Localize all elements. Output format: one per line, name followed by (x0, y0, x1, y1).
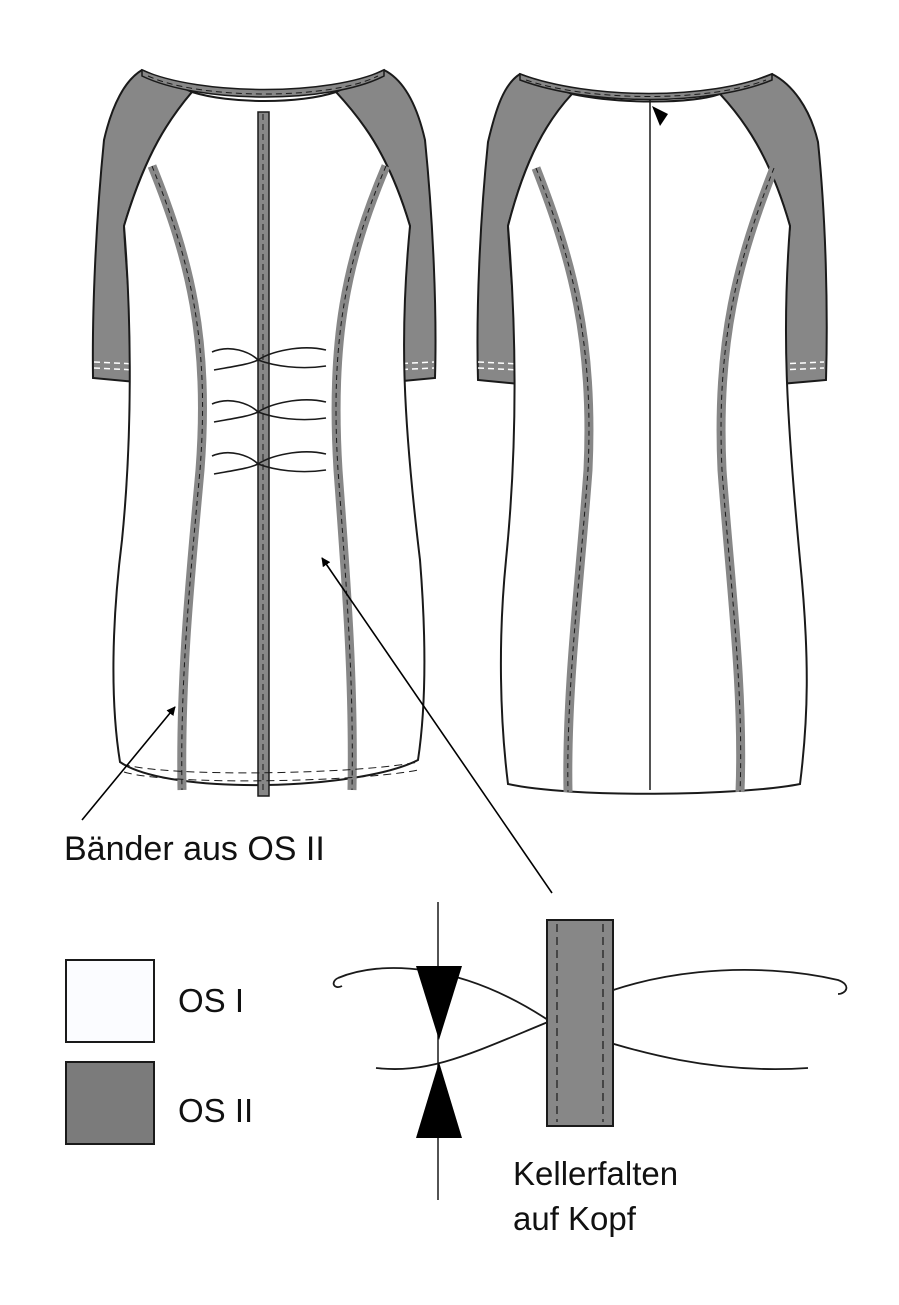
detail-tie-upper (337, 967, 848, 1022)
detail-arrow-down (416, 966, 462, 1040)
kellerfalten-arrow (321, 557, 553, 894)
dress-back-view (91, 68, 437, 797)
right-princess-band-outline (335, 165, 387, 791)
dress-front-view (476, 72, 828, 795)
right-sleeve-hem-2 (779, 361, 825, 371)
legend-label-os1: OS I (178, 982, 244, 1019)
tie-pleat-3 (211, 451, 327, 475)
zipper-marker (652, 106, 668, 126)
left-sleeve-hem-2 (477, 361, 521, 371)
tie-pleats (211, 347, 327, 475)
legend-label-os2: OS II (178, 1092, 253, 1129)
legend-swatch-os2 (65, 1061, 155, 1145)
pleat-detail: Kellerfalten auf Kopf (332, 902, 848, 1237)
neckline-stitch (147, 75, 379, 95)
left-princess-band-outline (151, 165, 204, 791)
tie-pleat-2 (211, 399, 327, 423)
baender-label: Bänder aus OS II (64, 830, 325, 868)
detail-band (546, 919, 614, 1127)
kellerfalten-label-line2: auf Kopf (513, 1200, 637, 1237)
detail-arrow-up (416, 1062, 462, 1138)
right-princess-band-2-outline (720, 167, 775, 793)
baender-arrow (81, 706, 176, 821)
neckline-binding (141, 68, 385, 98)
left-princess-band-2-outline (535, 167, 590, 793)
dress-hem-stitch (121, 761, 419, 782)
tie-pleat-1 (211, 347, 327, 371)
legend-swatch-os1 (65, 959, 155, 1043)
legend: OS I OS II (65, 959, 253, 1145)
detail-band-stitch (556, 924, 604, 1122)
right-sleeve-hem (391, 361, 435, 371)
kellerfalten-label-line1: Kellerfalten (513, 1155, 678, 1192)
neckline-stitch-2 (525, 79, 767, 97)
detail-tie-upper-left-end (332, 977, 343, 988)
